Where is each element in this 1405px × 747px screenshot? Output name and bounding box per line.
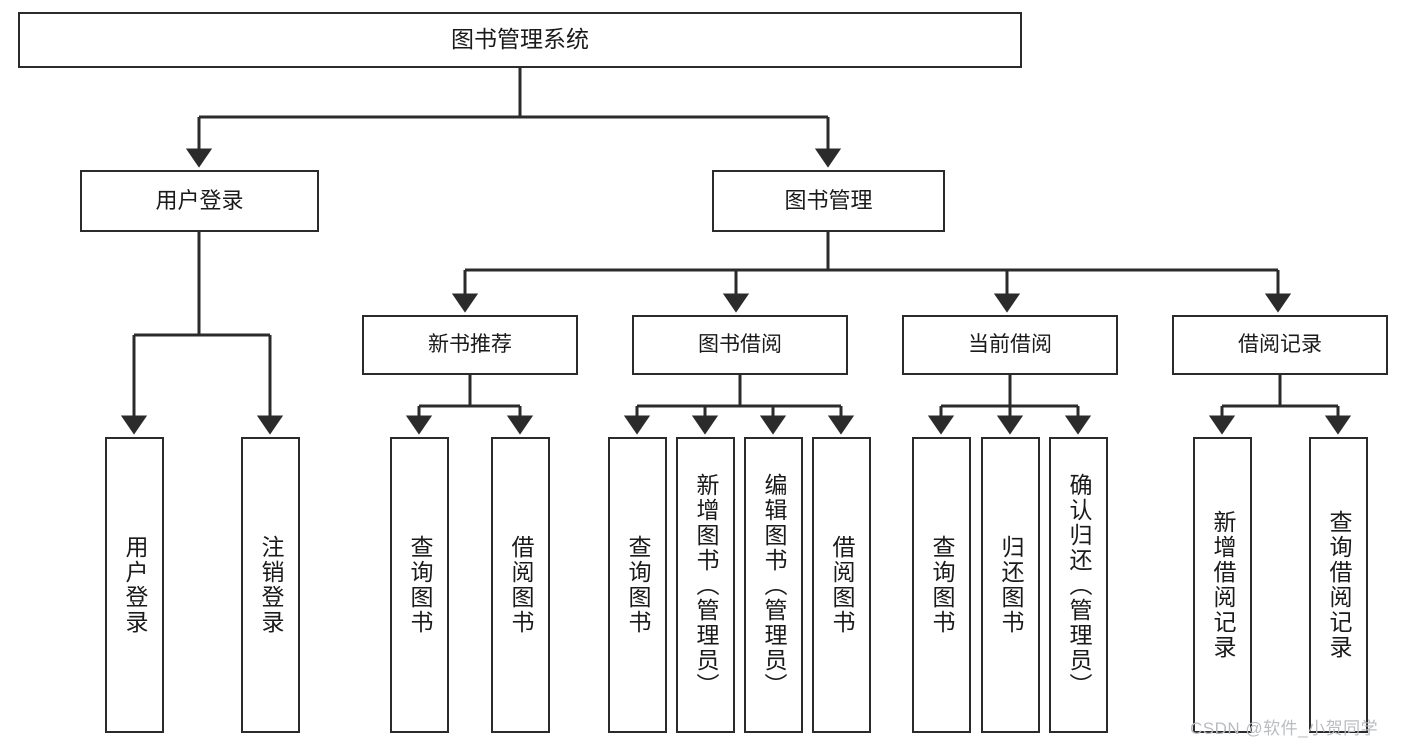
leaf-user-login-logout[interactable]: 注销登录 [241, 437, 300, 733]
node-book-borrow-label: 图书借阅 [698, 332, 782, 356]
leaf-label: 确认归还（管理员） [1066, 472, 1092, 698]
watermark: CSDN @软件_小贺同学 [1190, 719, 1379, 738]
leaf-label: 查询图书 [929, 535, 955, 635]
leaf-label: 查询图书 [625, 535, 651, 635]
leaf-current-confirm-return[interactable]: 确认归还（管理员） [1049, 437, 1108, 733]
node-new-book-recommend[interactable]: 新书推荐 [362, 315, 578, 375]
node-current-borrow[interactable]: 当前借阅 [902, 315, 1118, 375]
node-root[interactable]: 图书管理系统 [18, 12, 1022, 68]
leaf-label: 新增借阅记录 [1210, 510, 1236, 660]
leaf-borrow-add-book[interactable]: 新增图书（管理员） [676, 437, 735, 733]
node-user-login[interactable]: 用户登录 [80, 170, 319, 232]
node-borrow-record[interactable]: 借阅记录 [1172, 315, 1388, 375]
leaf-label: 新增图书（管理员） [693, 472, 719, 698]
leaf-new-book-borrow[interactable]: 借阅图书 [491, 437, 550, 733]
leaf-label: 归还图书 [998, 535, 1024, 635]
node-new-book-recommend-label: 新书推荐 [428, 332, 512, 356]
leaf-current-query-book[interactable]: 查询图书 [912, 437, 971, 733]
leaf-label: 查询借阅记录 [1326, 510, 1352, 660]
node-user-login-label: 用户登录 [155, 188, 244, 214]
leaf-borrow-borrow-book[interactable]: 借阅图书 [812, 437, 871, 733]
leaf-label: 编辑图书（管理员） [761, 472, 787, 698]
leaf-borrow-query-book[interactable]: 查询图书 [608, 437, 667, 733]
leaf-new-book-query[interactable]: 查询图书 [390, 437, 449, 733]
leaf-label: 注销登录 [258, 535, 284, 635]
node-current-borrow-label: 当前借阅 [968, 332, 1052, 356]
leaf-label: 借阅图书 [508, 535, 534, 635]
leaf-label: 用户登录 [122, 535, 148, 635]
node-root-label: 图书管理系统 [451, 26, 589, 53]
node-book-borrow[interactable]: 图书借阅 [632, 315, 848, 375]
leaf-user-login-login[interactable]: 用户登录 [105, 437, 164, 733]
leaf-label: 查询图书 [407, 535, 433, 635]
leaf-label: 借阅图书 [829, 535, 855, 635]
leaf-current-return-book[interactable]: 归还图书 [981, 437, 1040, 733]
node-book-management-label: 图书管理 [784, 188, 873, 214]
leaf-borrow-edit-book[interactable]: 编辑图书（管理员） [744, 437, 803, 733]
node-borrow-record-label: 借阅记录 [1238, 332, 1322, 356]
leaf-record-add[interactable]: 新增借阅记录 [1193, 437, 1252, 733]
leaf-record-query[interactable]: 查询借阅记录 [1309, 437, 1368, 733]
node-book-management[interactable]: 图书管理 [712, 170, 945, 232]
